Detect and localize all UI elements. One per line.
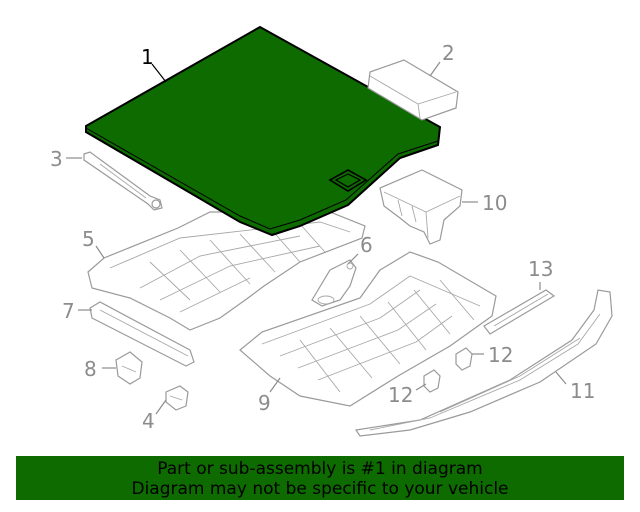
part-3-gas-strut[interactable] [83,151,163,211]
callout-6: 6 [360,233,373,257]
callout-7: 7 [62,299,75,323]
callout-1: 1 [141,45,154,69]
part-9-storage-tray[interactable] [239,251,497,407]
callout-11: 11 [570,379,595,403]
callout-12-upper: 12 [488,343,513,367]
part-12-clip-lower[interactable] [423,369,441,393]
part-10-bracket[interactable] [379,169,463,245]
part-7-rail[interactable] [89,301,195,367]
part-11-sill-plate[interactable] [354,289,613,437]
callout-8: 8 [84,357,97,381]
callout-2: 2 [442,41,455,65]
callout-4: 4 [142,409,155,433]
notice-banner: Part or sub-assembly is #1 in diagram Di… [16,456,624,500]
callout-3: 3 [50,147,63,171]
notice-line-2: Diagram may not be specific to your vehi… [131,479,509,499]
part-5-cargo-tray[interactable] [87,211,366,331]
callout-12-lower: 12 [388,383,413,407]
callout-10: 10 [482,191,507,215]
floor-handle-icon [328,169,368,192]
callout-5: 5 [82,227,95,251]
part-2-trim-cover[interactable] [367,59,459,121]
part-13-strip[interactable] [483,289,556,335]
callout-13: 13 [528,257,553,281]
part-12-clip-upper[interactable] [455,347,473,371]
part-4-fastener[interactable] [165,385,189,411]
callout-9: 9 [258,391,271,415]
part-8-clip[interactable] [115,351,143,385]
notice-line-1: Part or sub-assembly is #1 in diagram [157,459,483,479]
part-6-hook-bracket[interactable] [311,259,357,307]
